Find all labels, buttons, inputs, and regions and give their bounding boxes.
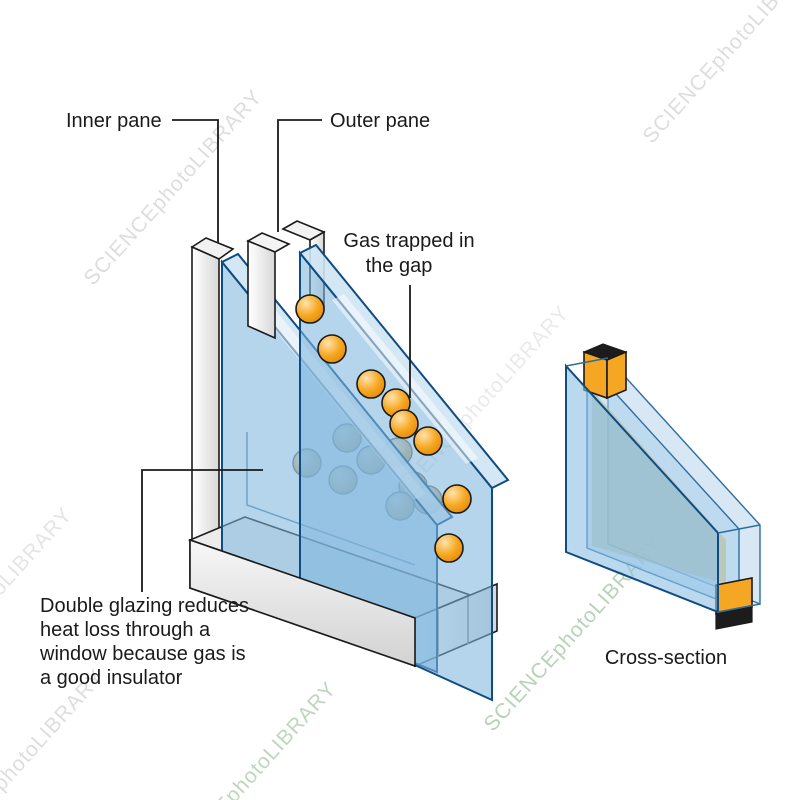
gas-molecule	[389, 409, 419, 439]
gas-molecule	[295, 294, 325, 324]
cross-section-view	[565, 343, 761, 630]
watermark-text: SCIENCEphotoLIBRARY	[154, 677, 341, 800]
inner-pane-leader	[172, 119, 219, 243]
gas-molecule	[442, 484, 472, 514]
gas-molecule	[356, 369, 386, 399]
caption-line-4: a good insulator	[40, 667, 183, 689]
gas-molecule	[317, 334, 347, 364]
spacer-post	[246, 232, 291, 340]
caption-leader	[141, 469, 263, 592]
gas-molecule	[434, 533, 464, 563]
rail-front-lip	[189, 538, 416, 668]
top-spacer-bar	[582, 343, 628, 400]
gas-label-line1: Gas trapped in	[343, 230, 474, 252]
watermark-text: SCIENCEphotoLIBRARY	[639, 0, 800, 148]
cross-section-label: Cross-section	[605, 647, 727, 669]
inner-pane-label: Inner pane	[66, 110, 162, 132]
gas-molecule	[413, 426, 443, 456]
outer-pane-label: Outer pane	[330, 110, 430, 132]
bottom-spacer-bar	[715, 577, 753, 630]
leader-lines	[141, 119, 411, 592]
caption-line-2: heat loss through a	[40, 619, 211, 641]
gas-label-line2: the gap	[366, 255, 433, 277]
outer-pane-leader	[277, 119, 322, 232]
caption-line-3: window because gas is	[39, 643, 246, 665]
glazing-unit-isometric	[187, 220, 510, 702]
outer-pane-glass	[298, 243, 510, 702]
labels: Inner pane Outer pane Gas trapped in the…	[39, 110, 727, 689]
caption-line-1: Double glazing reduces	[40, 595, 249, 617]
inner-frame-post	[190, 237, 235, 555]
gas-molecules-in-gap	[295, 294, 472, 563]
